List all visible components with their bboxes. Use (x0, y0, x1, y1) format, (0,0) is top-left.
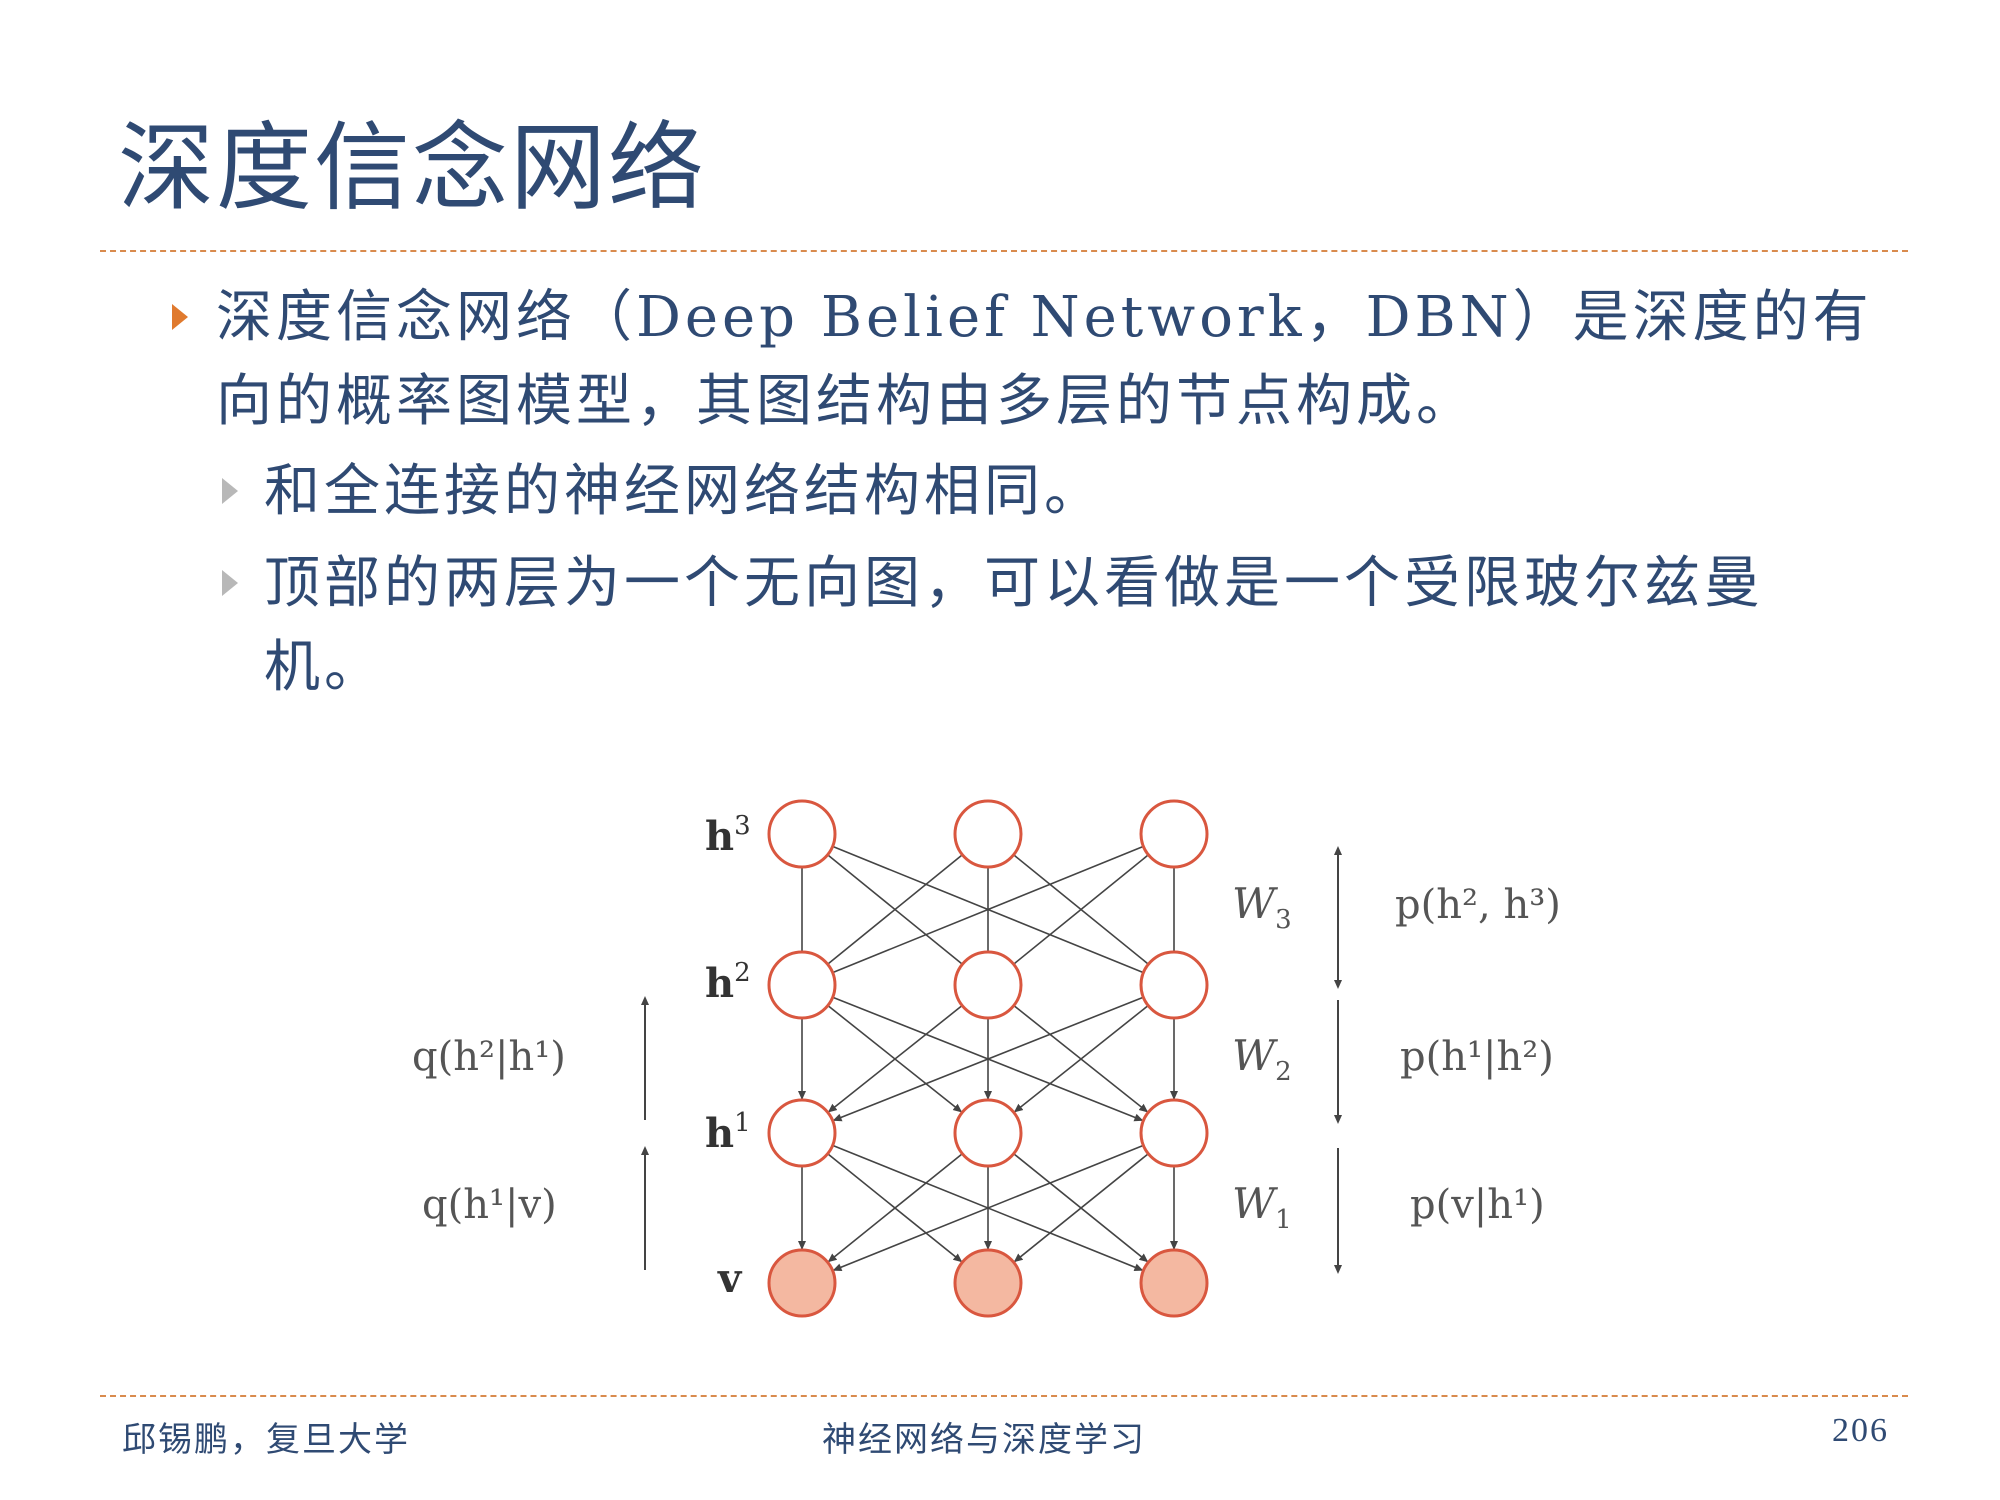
bullet-2-text: 和全连接的神经网络结构相同。 (264, 459, 1104, 524)
footer-course: 神经网络与深度学习 (822, 1420, 1146, 1460)
recognition-label-lower: q(h¹|v) (422, 1182, 557, 1228)
hidden-node (1139, 799, 1209, 869)
title-divider (100, 250, 1908, 252)
slide-title: 深度信念网络 (118, 112, 706, 224)
undirected-edge (1013, 854, 1149, 965)
directed-edge (1013, 1004, 1149, 1114)
visible-node (953, 1248, 1023, 1318)
generative-label-top: p(h², h³) (1395, 882, 1561, 928)
hidden-node (953, 950, 1023, 1020)
generative-label-mid: p(h¹|h²) (1400, 1034, 1554, 1080)
footer-divider (100, 1395, 1908, 1397)
directed-edge (827, 1153, 963, 1263)
weight-label-w1: W1 (1232, 1179, 1292, 1235)
layer-label-h3: h3 (705, 811, 751, 860)
hidden-node (953, 799, 1023, 869)
weight-label-w3: W3 (1232, 879, 1292, 935)
weight-label-w2: W2 (1232, 1031, 1292, 1087)
generative-label-bottom: p(v|h¹) (1410, 1182, 1545, 1228)
undirected-edge (832, 845, 1144, 974)
directed-edge (1013, 1153, 1149, 1263)
edge-group (798, 845, 1178, 1272)
node-group (767, 799, 1209, 1318)
bullet-1-text: 深度信念网络（Deep Belief Network，DBN）是深度的有向的概率… (216, 285, 1873, 434)
bullet-3-text: 顶部的两层为一个无向图，可以看做是一个受限玻尔兹曼机。 (264, 551, 1764, 700)
sub-bullet-arrow-icon (222, 478, 238, 504)
footer-page-number: 206 (1832, 1412, 1889, 1449)
hidden-node (767, 799, 837, 869)
hidden-node (953, 1098, 1023, 1168)
hidden-node (767, 950, 837, 1020)
layer-label-h2: h2 (705, 958, 751, 1007)
hidden-node (1139, 950, 1209, 1020)
layer-label-h1: h1 (705, 1108, 751, 1157)
visible-node (767, 1248, 837, 1318)
sub-bullet-arrow-icon (222, 570, 238, 596)
undirected-edge (827, 854, 963, 965)
layer-label-v: v (717, 1255, 743, 1302)
footer-author: 邱锡鹏，复旦大学 (122, 1420, 410, 1460)
hidden-node (767, 1098, 837, 1168)
directed-edge (827, 1004, 963, 1114)
directed-edge (832, 1144, 1144, 1272)
hidden-node (1139, 1098, 1209, 1168)
directed-edge (832, 996, 1144, 1122)
recognition-label-upper: q(h²|h¹) (412, 1034, 566, 1080)
visible-node (1139, 1248, 1209, 1318)
bullet-arrow-icon (172, 304, 188, 330)
